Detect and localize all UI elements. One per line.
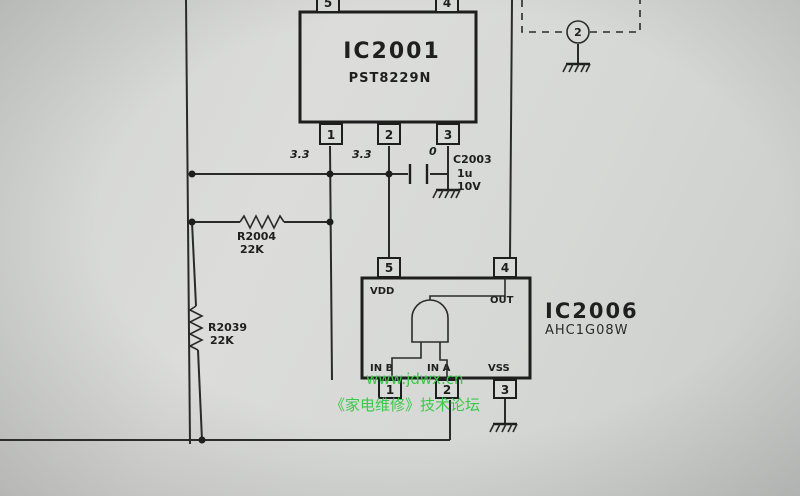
ic2006-pin-1	[378, 379, 402, 399]
capacitor-c2003: C2003 1u 10V	[408, 153, 492, 193]
partial-symbol-label: 2	[574, 26, 582, 39]
wires	[0, 0, 579, 445]
ic2001-pin-2	[377, 123, 401, 145]
resistor-r2039: R2039 22K	[188, 305, 247, 351]
ic2001-body	[298, 10, 478, 124]
ic2001-pin-5-label: 5	[324, 0, 332, 10]
ic2006-vss-label: VSS	[488, 363, 510, 374]
ic2006-pin-3-label: 3	[501, 383, 509, 397]
ic2006-pin-5	[377, 257, 401, 278]
ic2001-name: IC2001	[343, 39, 441, 64]
gate-input-b-wire	[391, 342, 422, 378]
ic2006-pin-2-label: 2	[443, 383, 451, 397]
gate-output-wire	[429, 278, 506, 300]
ic2006-out-label: OUT	[490, 295, 514, 306]
ic2006-in-b-label: IN B	[370, 363, 393, 374]
resistor-r2004: R2004 22K	[237, 214, 285, 256]
gate-input-a-wire	[439, 342, 448, 378]
c2003-ref: C2003	[453, 153, 492, 166]
ic2006-pin-5-label: 5	[385, 261, 393, 275]
ground-symbol	[432, 188, 461, 199]
r2004-ref: R2004	[237, 230, 276, 243]
r2039-value: 22K	[210, 334, 234, 347]
ic2006-name: IC2006	[545, 299, 639, 323]
watermark-text: 《家电维修》技术论坛	[330, 396, 480, 414]
ground-symbol	[489, 422, 518, 433]
partial-dashed-block: 2	[521, 0, 641, 44]
ic2001-pin-2-label: 2	[385, 128, 393, 142]
ic2001-pin-1	[319, 123, 343, 145]
ic2006-body	[360, 276, 532, 380]
ic2001-pin-1-label: 1	[327, 128, 335, 142]
ic2006-vdd-label: VDD	[370, 286, 394, 297]
ic2006-pin-4	[493, 257, 517, 278]
r2004-value: 22K	[240, 243, 264, 256]
ic2006-pin-4-label: 4	[501, 261, 509, 275]
r2039-ref: R2039	[208, 321, 247, 334]
c2003-value: 1u	[457, 167, 473, 180]
ic2001: 5 4 1 2 3 IC2001 PST8229N	[298, 0, 478, 145]
junction-dots	[188, 170, 393, 444]
ic2006-pin-1-label: 1	[386, 383, 394, 397]
voltage-pin1: 3.3	[290, 148, 310, 161]
ic2006: 5 4 1 2 3 VDD OUT VSS IN B IN A	[360, 257, 532, 399]
and-gate-icon	[411, 299, 449, 343]
ground-symbol	[562, 62, 591, 73]
ic2001-pin-3	[436, 123, 460, 145]
ic2006-pin-2	[435, 379, 459, 399]
ic2001-part-number: PST8229N	[349, 71, 432, 86]
ic2001-pin-5	[316, 0, 340, 13]
ic2001-pin-4	[435, 0, 459, 13]
ic2001-pin-4-label: 4	[443, 0, 451, 10]
ic2006-part-number: AHC1G08W	[545, 323, 629, 338]
voltage-pin2: 3.3	[352, 148, 372, 161]
c2003-rating: 10V	[457, 180, 481, 193]
ic2006-in-a-label: IN A	[427, 363, 451, 374]
ic2001-pin-3-label: 3	[444, 128, 452, 142]
watermark-url: www.jdwx.cn	[366, 370, 464, 388]
voltage-pin3: 0	[429, 145, 437, 158]
ic2006-pin-3	[493, 379, 517, 399]
